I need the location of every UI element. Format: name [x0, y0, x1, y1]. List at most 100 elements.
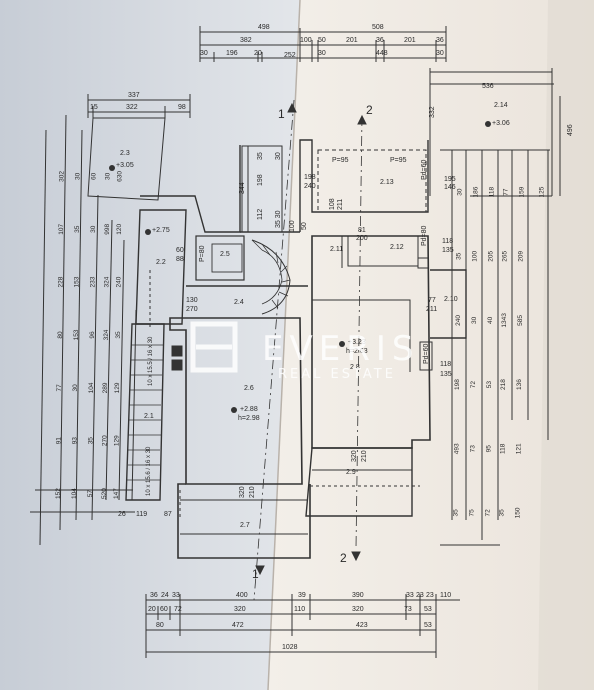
opening-118b: 118	[440, 361, 451, 368]
dim-bot-23a: 23	[416, 592, 424, 599]
dim-left-v-17: 96	[89, 331, 96, 339]
dim-left-v-8: 35	[74, 225, 81, 233]
dim-right-v-27: 136	[516, 379, 523, 390]
dim-87: 87	[164, 511, 172, 518]
opening-320a: 320	[239, 486, 246, 498]
dim-top-201b: 201	[404, 37, 416, 44]
dim-right-v-9: 72	[470, 381, 477, 389]
dim-left-v-4: 77	[56, 384, 63, 392]
dim-right-v-29: 150	[515, 507, 522, 518]
opening-210a: 210	[249, 486, 256, 498]
dim-right-v-21: 218	[500, 379, 507, 390]
opening-195: 195	[444, 176, 456, 183]
dim-left-15: 15	[90, 104, 98, 111]
opening-130: 130	[186, 297, 198, 304]
dim-left-v-21: 30	[105, 172, 112, 180]
dim-top-36b: 36	[436, 37, 444, 44]
dim-right-536: 536	[482, 83, 494, 90]
dim-left-v-22: 998	[104, 223, 111, 234]
level-275: +2.75	[152, 227, 170, 234]
dim-bot-320a: 320	[234, 606, 246, 613]
dim-right-v-30: 125	[539, 186, 546, 197]
dim-bot-39: 39	[298, 592, 306, 599]
dim-left-v-26: 270	[102, 435, 109, 446]
opening-3035: 35 30	[275, 210, 282, 228]
dim-right-v-18: 77	[503, 188, 510, 196]
opening-210b: 210	[361, 450, 368, 462]
left-vertical-labels: 3021072288077911523035153153309310460302…	[55, 171, 124, 499]
dim-right-v-4: 493	[453, 443, 460, 454]
dim-left-v-18: 104	[88, 382, 95, 393]
stair-note-1: 10 x 15.5 / 16 x 30	[148, 336, 154, 386]
room-2-5: 2.5	[220, 251, 230, 258]
watermark-brand: EVERIS	[262, 329, 419, 369]
dim-left-98: 98	[178, 104, 186, 111]
opening-p95b: P=95	[390, 157, 407, 164]
opening-200: 200	[356, 235, 368, 242]
dim-left-v-7: 30	[75, 172, 82, 180]
opening-198b: 198	[257, 174, 264, 186]
opening-146: 146	[444, 184, 456, 191]
opening-35: 35	[257, 152, 264, 160]
dim-26: 26	[118, 511, 126, 518]
dim-left-v-11: 30	[72, 384, 79, 392]
dim-bot-36: 36	[150, 592, 158, 599]
section-1-top: 1	[278, 107, 285, 121]
dim-top-30b: 30	[318, 50, 326, 57]
dim-left-v-12: 93	[72, 437, 79, 445]
opening-198: 198	[304, 174, 316, 181]
dim-left-v-23: 324	[103, 276, 110, 287]
dim-left-v-34: 147	[113, 488, 120, 499]
room-2-4: 2.4	[234, 299, 244, 306]
room-2-2: 2.2	[156, 259, 166, 266]
dim-left-v-19: 35	[88, 437, 95, 445]
height-263: h=2.63	[346, 348, 368, 355]
dim-top-50: 50	[318, 37, 326, 44]
dim-left-v-16: 233	[89, 276, 96, 287]
dim-top-382: 382	[240, 37, 252, 44]
dim-right-v-2: 240	[455, 315, 462, 326]
opening-118a: 118	[442, 238, 453, 245]
room-2-9: 2.9	[346, 469, 356, 476]
opening-30: 30	[275, 152, 282, 160]
dim-top-252: 252	[284, 52, 296, 59]
dim-right-332: 332	[429, 106, 436, 118]
opening-211: 211	[426, 306, 437, 313]
opening-88: 88	[176, 256, 184, 263]
dim-right-v-15: 53	[486, 381, 493, 389]
dim-right-v-0: 30	[457, 188, 464, 196]
opening-344: 344	[239, 182, 246, 194]
watermark: EVERIS REAL ESTATE	[190, 321, 419, 382]
dim-left-v-3: 80	[57, 331, 64, 339]
dim-right-496: 496	[567, 124, 574, 136]
dim-bot-423: 423	[356, 622, 368, 629]
dim-bot-53a: 53	[424, 606, 432, 613]
opening-112: 112	[257, 209, 264, 220]
dim-left-v-33: 129	[114, 435, 121, 446]
room-2-11: 2.11	[330, 246, 343, 253]
dim-top-498: 498	[258, 24, 270, 31]
room-2-8: 2.8	[350, 364, 360, 371]
opening-pd60: Pd=60	[421, 159, 428, 180]
dim-right-v-19: 265	[502, 250, 509, 261]
section-1-bottom: 1	[252, 567, 259, 581]
dim-bot-390: 390	[352, 592, 364, 599]
dim-top-508: 508	[372, 24, 384, 31]
dim-right-v-25: 209	[518, 250, 525, 261]
dim-left-v-20: 57	[87, 490, 94, 498]
dim-bot-20: 20	[148, 606, 156, 613]
plan-lines	[30, 26, 561, 658]
dim-bot-110: 110	[440, 592, 451, 599]
dim-right-v-13: 205	[488, 250, 495, 261]
dim-bot-1028: 1028	[282, 644, 298, 651]
dim-right-v-8: 30	[471, 316, 478, 324]
dim-top-30c: 30	[436, 50, 444, 57]
opening-p95a: P=95	[332, 157, 349, 164]
room-2-3: 2.3	[120, 150, 130, 157]
dim-right-v-11: 75	[469, 509, 476, 517]
height-298: h=2.98	[238, 415, 260, 422]
dim-top-448: 448	[376, 50, 388, 57]
room-2-12: 2.12	[390, 244, 404, 251]
dim-left-v-31: 35	[115, 331, 122, 339]
level-323: +3.23	[348, 339, 366, 346]
